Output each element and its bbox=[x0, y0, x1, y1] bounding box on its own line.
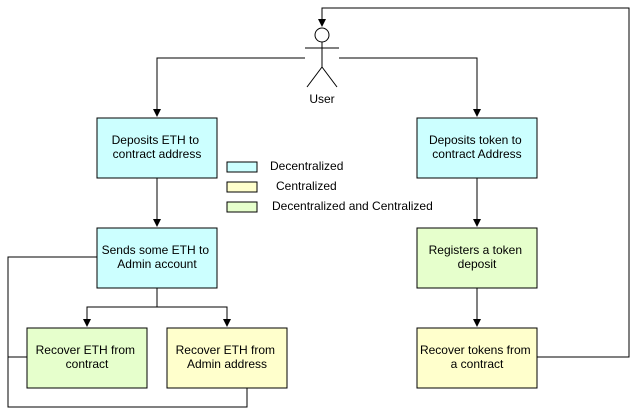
node-deposit-token-line1: Deposits token to bbox=[429, 133, 522, 147]
node-recover-tokens-box bbox=[416, 327, 538, 389]
node-send-admin-line1: Sends some ETH to bbox=[102, 243, 210, 257]
svg-text:Recover ETH from Admin a: Recover ETH from Admin address bbox=[176, 343, 279, 371]
svg-text:Deposits ETH to contract: Deposits ETH to contract address bbox=[112, 133, 203, 161]
node-recover-contract-line2: contract bbox=[66, 357, 109, 371]
node-send-admin-box bbox=[96, 227, 218, 289]
legend-swatch-centralized bbox=[226, 181, 258, 193]
node-recover-admin: Recover ETH from Admin address bbox=[166, 327, 288, 389]
node-recover-contract-line1: Recover ETH from bbox=[36, 343, 135, 357]
node-deposit-eth-box bbox=[96, 117, 218, 179]
node-deposit-token: Deposits token to contract Address bbox=[416, 117, 538, 179]
edge-recover-tokens-loop bbox=[318, 7, 630, 358]
edge-user-to-deposit-token bbox=[339, 57, 481, 117]
edge-recover-admin-loop bbox=[7, 357, 248, 408]
node-recover-tokens-line2: a contract bbox=[451, 357, 504, 371]
svg-text:Recover tokens from a co: Recover tokens from a contract bbox=[420, 343, 534, 371]
node-deposit-token-line2: contract Address bbox=[432, 147, 521, 161]
legend-label-both: Decentralized and Centralized bbox=[272, 199, 433, 213]
node-recover-admin-line2: Admin address bbox=[187, 357, 267, 371]
node-recover-tokens: Recover tokens from a contract bbox=[416, 327, 538, 389]
legend: Decentralized Centralized Decentralized … bbox=[226, 159, 433, 213]
legend-swatch-both bbox=[226, 201, 258, 213]
legend-label-centralized: Centralized bbox=[276, 179, 337, 193]
user-label: User bbox=[309, 92, 334, 106]
user-leg-left bbox=[306, 66, 323, 88]
user-leg-right bbox=[321, 66, 338, 88]
node-deposit-eth: Deposits ETH to contract address bbox=[96, 117, 218, 179]
node-deposit-token-box bbox=[416, 117, 538, 179]
svg-text:Recover ETH from contrac: Recover ETH from contract bbox=[36, 343, 139, 371]
edge-send-admin-to-recover-admin bbox=[157, 306, 231, 327]
node-recover-admin-box bbox=[166, 327, 288, 389]
svg-text:Registers a token deposi: Registers a token deposit bbox=[429, 243, 526, 271]
node-recover-tokens-line1: Recover tokens from bbox=[420, 343, 531, 357]
user-actor: User bbox=[305, 27, 339, 106]
node-register-token-line2: deposit bbox=[458, 257, 497, 271]
node-register-token-box bbox=[416, 227, 538, 289]
node-register-token-line1: Registers a token bbox=[429, 243, 522, 257]
node-recover-admin-line1: Recover ETH from bbox=[176, 343, 275, 357]
edge-user-to-deposit-eth bbox=[153, 57, 305, 117]
svg-text:Sends some ETH to Admin: Sends some ETH to Admin account bbox=[102, 243, 213, 271]
node-send-admin: Sends some ETH to Admin account bbox=[96, 227, 218, 289]
legend-label-decentralized: Decentralized bbox=[270, 159, 343, 173]
node-register-token: Registers a token deposit bbox=[416, 227, 538, 289]
node-recover-contract-box bbox=[26, 327, 148, 389]
edges bbox=[7, 7, 630, 408]
edge-send-admin-split bbox=[83, 288, 158, 327]
legend-swatch-decentralized bbox=[226, 161, 258, 173]
node-deposit-eth-line2: contract address bbox=[113, 147, 202, 161]
svg-text:Deposits token to contra: Deposits token to contract Address bbox=[429, 133, 525, 161]
node-deposit-eth-line1: Deposits ETH to bbox=[112, 133, 200, 147]
node-recover-contract: Recover ETH from contract bbox=[26, 327, 148, 389]
edge-send-admin-left-loop bbox=[7, 256, 97, 358]
user-head bbox=[314, 27, 330, 43]
node-send-admin-line2: Admin account bbox=[117, 257, 197, 271]
